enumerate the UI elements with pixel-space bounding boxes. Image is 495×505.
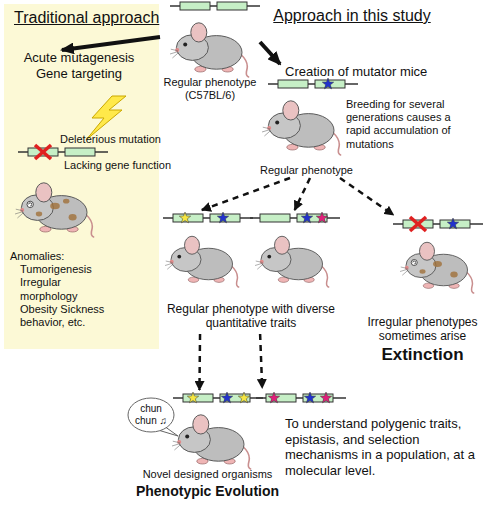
- dashed-arrow: [295, 178, 310, 210]
- dashed-arrow: [198, 334, 201, 390]
- mouse-figure: [172, 415, 251, 469]
- skin-spot: [69, 214, 77, 220]
- annotation-label: Breeding for several generations causes …: [346, 98, 456, 151]
- gene-bar: [268, 80, 358, 88]
- skin-spot: [63, 199, 69, 204]
- mutation-star: [268, 392, 279, 403]
- mouse-node: Irregular phenotypes sometimes ariseExti…: [350, 215, 495, 370]
- mutation-star: [179, 212, 190, 223]
- mouse-drawing: [255, 236, 329, 287]
- mouse-group: Regular phenotype with diverse quantitat…: [160, 210, 342, 334]
- node-text: Traditional approach: [14, 8, 154, 27]
- node-text: Regular phenotype with diverse quantitat…: [160, 302, 342, 331]
- dashed-arrow: [340, 178, 394, 215]
- node-text: Anomalies: Tumorigenesis Irregular morph…: [10, 250, 116, 329]
- node-text: Extinction: [350, 345, 495, 365]
- mutation-star: [187, 392, 198, 403]
- mutation-star: [217, 212, 228, 223]
- dizzy-swirl: [29, 203, 32, 206]
- speech-bubble: chun chun ♫: [128, 398, 174, 432]
- mouse-drawing: [172, 415, 251, 469]
- mouse-figure: [170, 23, 249, 77]
- node-text: Acute mutagenesis Gene targeting: [8, 50, 150, 81]
- node-text: chun chun ♫: [131, 403, 171, 427]
- mutation-star: [304, 392, 315, 403]
- deletion-cross: [410, 217, 426, 231]
- sick-mouse-drawing: [400, 242, 474, 293]
- annotation-label: Lacking gene function: [64, 159, 159, 172]
- mouse-node: Regular phenotype (C57BL/6): [160, 2, 260, 102]
- gene-bar: [170, 2, 260, 10]
- annotation-label: Deleterious mutation: [60, 133, 155, 146]
- node-text: Irregular phenotypes sometimes arise: [350, 315, 495, 344]
- mouse-figure: [255, 236, 329, 287]
- gene-bar: [163, 214, 253, 222]
- mutation-star: [316, 212, 327, 223]
- skin-spot: [450, 272, 458, 278]
- gene-bar: [173, 394, 263, 402]
- solid-arrow: [260, 42, 280, 64]
- mouse-figure: [400, 242, 474, 293]
- mutation-star: [320, 392, 331, 403]
- skin-spot: [50, 203, 60, 209]
- dashed-arrow: [260, 334, 262, 388]
- node-text: Regular phenotype (C57BL/6): [160, 76, 260, 102]
- skin-spot: [420, 269, 426, 274]
- annotation-label: Approach in this study: [232, 6, 472, 25]
- mouse-figure: [165, 236, 239, 287]
- approach-panel: Traditional approachAcute mutagenesis Ge…: [4, 4, 159, 349]
- dizzy-swirl: [413, 261, 416, 264]
- mutation-star: [238, 392, 249, 403]
- mutation-star: [221, 392, 232, 403]
- goal-note: To understand polygenic traits, epistasi…: [255, 388, 495, 472]
- skin-spot: [36, 212, 42, 217]
- node-text: Creation of mutator mice: [285, 64, 445, 80]
- bubble-shape: [128, 398, 174, 432]
- node-text: To understand polygenic traits, epistasi…: [285, 416, 493, 478]
- gene-bar: [256, 394, 346, 402]
- dizzy-eye: [27, 201, 33, 207]
- mutation-star: [301, 212, 312, 223]
- mouse-figure: [262, 101, 341, 155]
- mutation-star: [322, 78, 333, 89]
- skin-spot: [433, 261, 442, 267]
- dizzy-eye: [411, 260, 417, 266]
- dashed-arrow: [202, 178, 290, 210]
- mutation-star: [447, 218, 458, 229]
- deletion-cross: [410, 217, 426, 231]
- gene-bar: [393, 220, 483, 228]
- node-text: Novel designed organisms: [140, 468, 275, 481]
- mouse-drawing: [262, 101, 341, 155]
- mouse-drawing: [170, 23, 249, 77]
- node-text: Regular phenotype: [260, 164, 380, 177]
- mouse-drawing: [165, 236, 239, 287]
- gene-bar: [250, 214, 340, 222]
- node-text: Phenotypic Evolution: [125, 483, 290, 500]
